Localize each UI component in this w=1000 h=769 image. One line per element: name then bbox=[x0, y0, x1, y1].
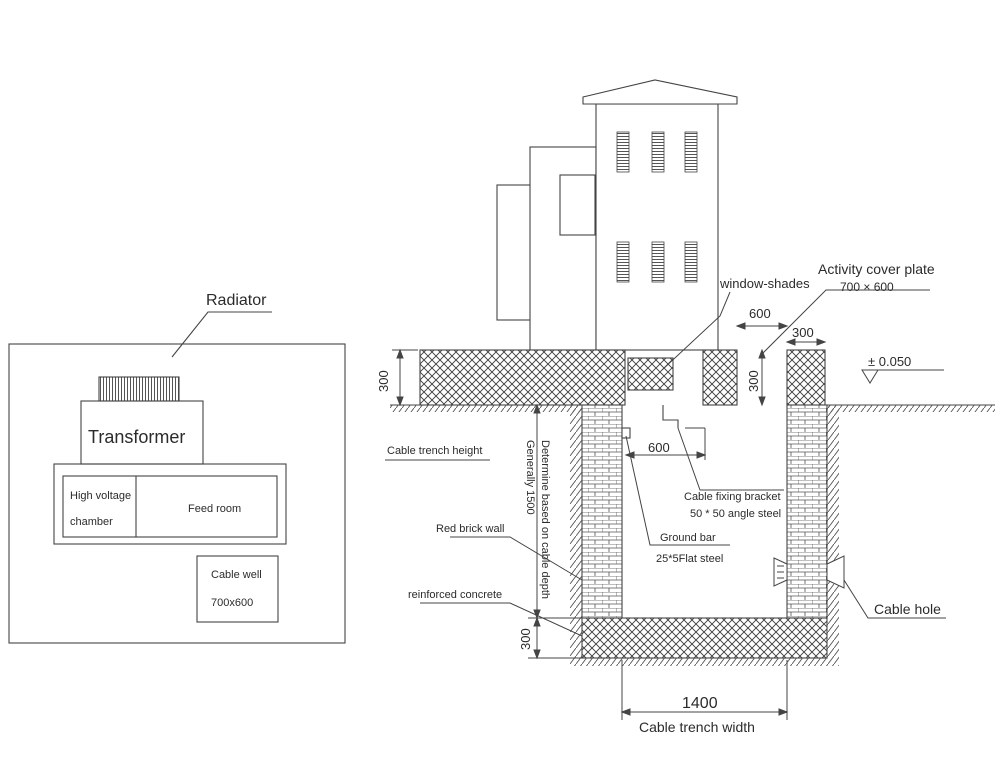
bracket-label-1: Cable fixing bracket bbox=[684, 491, 781, 503]
transformer-label: Transformer bbox=[88, 427, 185, 447]
brick-wall-leader bbox=[450, 536, 583, 581]
reinforced-concrete-label: reinforced concrete bbox=[408, 589, 502, 601]
ground-bar-leader bbox=[625, 435, 730, 546]
bracket-leader bbox=[677, 427, 784, 491]
depth-note-1: Determine based on cable depth bbox=[539, 440, 551, 599]
cable-trench-height-label: Cable trench height bbox=[387, 445, 482, 457]
elevation-label: ± 0.050 bbox=[868, 354, 911, 369]
red-brick-wall-label: Red brick wall bbox=[436, 523, 504, 535]
bracket-label-2: 50 * 50 angle steel bbox=[690, 508, 781, 520]
cover-plate-size-label: 700 × 600 bbox=[840, 280, 894, 294]
cover-plate-block bbox=[786, 349, 826, 406]
window-shades-label: window-shades bbox=[719, 276, 810, 291]
feed-room-label: Feed room bbox=[188, 503, 241, 515]
hv-chamber-label-2: chamber bbox=[70, 516, 113, 528]
annex-box bbox=[559, 174, 596, 236]
hv-chamber-label-1: High voltage bbox=[70, 490, 131, 502]
brick-wall-left bbox=[581, 404, 623, 619]
width-label: Cable trench width bbox=[639, 719, 755, 735]
switchgear-outer bbox=[53, 463, 287, 545]
cable-hole-leader bbox=[843, 579, 946, 619]
foundation-slab-mid bbox=[702, 349, 738, 406]
side-annex-outer bbox=[496, 184, 533, 321]
roof bbox=[582, 79, 738, 105]
concrete-leader bbox=[420, 602, 583, 637]
foundation-slab-left bbox=[419, 349, 626, 406]
plan-view bbox=[8, 311, 346, 644]
dim-600-inner: 600 bbox=[648, 440, 670, 455]
cover-plate-leader bbox=[759, 289, 930, 357]
dim-300-right: 300 bbox=[792, 325, 814, 340]
radiator-leader bbox=[171, 311, 272, 358]
ground-bar-label-1: Ground bar bbox=[660, 532, 716, 544]
trench-base bbox=[581, 617, 828, 659]
radiator-fins bbox=[98, 376, 180, 402]
cable-hole bbox=[773, 555, 845, 589]
cable-well-box bbox=[196, 555, 279, 623]
plan-outline bbox=[8, 343, 346, 644]
activity-cover-plate-label: Activity cover plate bbox=[818, 261, 935, 277]
cable-trench bbox=[570, 404, 839, 666]
cable-fixing-bracket bbox=[621, 405, 705, 439]
cable-well-label-1: Cable well bbox=[211, 569, 262, 581]
substation-building bbox=[496, 79, 738, 351]
window-shade-grille bbox=[627, 357, 674, 391]
cable-hole-label: Cable hole bbox=[874, 601, 941, 617]
dimension-lines bbox=[385, 289, 946, 720]
dim-300-cover: 300 bbox=[746, 370, 761, 392]
dim-300-slab: 300 bbox=[376, 370, 391, 392]
depth-note-2: Generally 1500 bbox=[524, 440, 536, 515]
dim-300-bottom: 300 bbox=[518, 628, 533, 650]
foundation bbox=[419, 349, 826, 406]
switchgear-inner bbox=[62, 475, 278, 538]
width-dim-label: 1400 bbox=[682, 695, 718, 712]
brick-wall-right bbox=[786, 404, 828, 619]
ground-line bbox=[390, 404, 995, 412]
cable-well-label-2: 700x600 bbox=[211, 597, 253, 609]
ground-bar-label-2: 25*5Flat steel bbox=[656, 553, 723, 565]
radiator-label: Radiator bbox=[206, 292, 267, 309]
window-shades-leader bbox=[661, 291, 731, 371]
louvers bbox=[616, 131, 698, 283]
dim-600-top: 600 bbox=[749, 306, 771, 321]
